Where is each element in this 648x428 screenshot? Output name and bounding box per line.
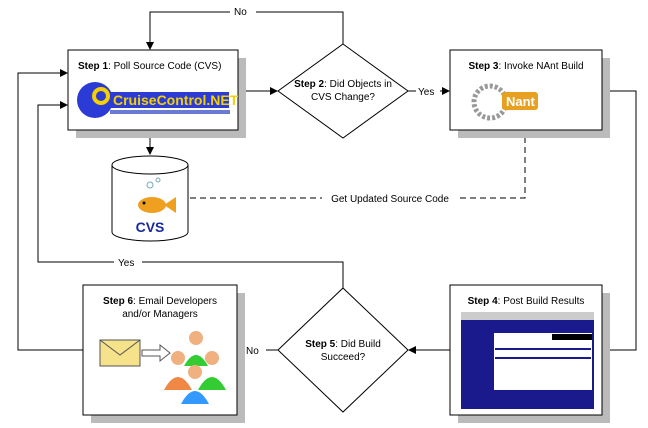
svg-text:Nant: Nant: [506, 94, 536, 109]
label-yes-right: Yes: [418, 87, 434, 98]
cvs-repository: CVS: [111, 155, 189, 242]
edge-get-source: [190, 130, 529, 199]
nant-logo: Nant: [471, 83, 538, 121]
edge-step3-step4: [602, 90, 637, 351]
label-no-left: No: [246, 346, 259, 357]
step1-text: : Poll Source Code (CVS): [108, 61, 221, 72]
svg-text:Step 3: Invoke NAnt Build: Step 3: Invoke NAnt Build: [468, 61, 583, 72]
step1-box: Step 1: Poll Source Code (CVS) CruiseCon…: [67, 49, 246, 138]
arrow-icon: [141, 343, 171, 363]
label-no-top: No: [234, 7, 247, 18]
edge-yes-loop: [37, 101, 344, 288]
step3-box: Step 3: Invoke NAnt Build Nant: [449, 49, 610, 138]
svg-text:and/or Managers: and/or Managers: [122, 309, 198, 320]
step6-box: Step 6: Email Developers and/or Managers: [82, 284, 245, 423]
svg-text:Step 4: Post Build Results: Step 4: Post Build Results: [468, 296, 585, 307]
envelope-icon: [99, 339, 141, 367]
svg-text:Step 1: Poll Source Code (CVS): Step 1: Poll Source Code (CVS): [78, 61, 221, 72]
svg-text:Step 2: Did Objects in: Step 2: Did Objects in: [294, 79, 392, 90]
edge-step6-step1: [17, 69, 83, 351]
svg-text:Step 5: Did Build: Step 5: Did Build: [305, 339, 381, 350]
svg-text:CVS: CVS: [136, 219, 165, 235]
label-get-source: Get Updated Source Code: [331, 194, 449, 205]
svg-text:CVS Change?: CVS Change?: [311, 92, 375, 103]
step1-number: Step 1: [78, 61, 108, 72]
step2-decision: Step 2: Did Objects in CVS Change?: [277, 43, 409, 139]
label-yes-back: Yes: [118, 258, 134, 269]
svg-text:Succeed?: Succeed?: [321, 352, 366, 363]
build-report-screenshot: [461, 312, 594, 409]
step5-decision: Step 5: Did Build Succeed?: [277, 287, 409, 413]
svg-text:Step 6: Email Developers: Step 6: Email Developers: [103, 296, 217, 307]
cruisecontrol-logo: CruiseControl.NET: [77, 82, 239, 118]
fish-icon: [138, 177, 176, 213]
people-icon: [164, 331, 226, 404]
step4-box: Step 4: Post Build Results: [449, 284, 610, 423]
svg-text:CruiseControl.NET: CruiseControl.NET: [113, 92, 239, 108]
